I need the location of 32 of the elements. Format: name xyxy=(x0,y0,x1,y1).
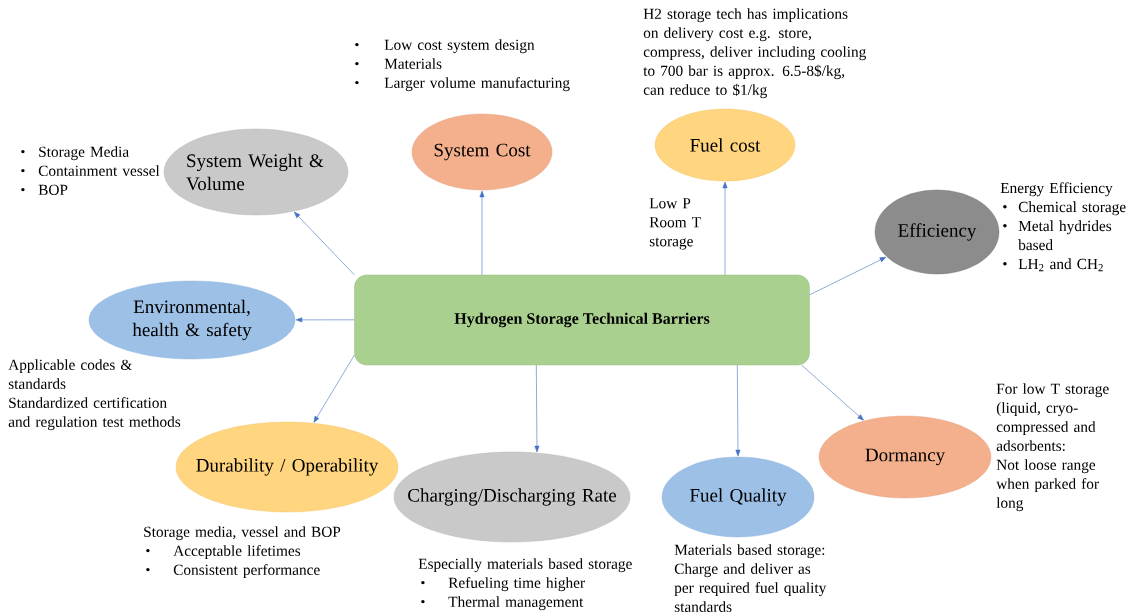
bullet-item: Refueling time higher xyxy=(421,577,585,592)
bullet-item: BOP xyxy=(21,184,68,195)
bullet-item: Larger volume manufacturing xyxy=(355,77,570,92)
bullet-item: Acceptable lifetimes xyxy=(146,545,301,560)
note-text: Not loose range when parked for long xyxy=(996,459,1099,512)
bullet-item: Materials xyxy=(355,58,442,69)
bullet-item: Thermal management xyxy=(421,596,584,611)
arrow xyxy=(294,211,355,276)
arrow xyxy=(313,354,355,423)
note-text: For low T storage (liquid, cryo-compressed and adsorbents: xyxy=(996,383,1109,452)
note-text: Storage media, vessel and BOP xyxy=(144,526,341,541)
arrow xyxy=(735,364,741,457)
bullet-item: Low cost system design xyxy=(355,39,535,54)
edge-label: Low P Room T storage xyxy=(649,198,701,250)
note-text: Especially materials based storage xyxy=(418,558,632,573)
note-text: Charge and deliver as per required fuel quality standards xyxy=(674,563,827,612)
bullet-item: LH$_{2}$ and CH$_{2}$ xyxy=(1003,258,1103,272)
note-text: H2 storage tech has implications on delivery cost e.g. store, compress, deliver including cooling to 700 bar is approx. 6.5-8$/kg, can reduce to $1/kg xyxy=(643,8,866,99)
arrow xyxy=(801,364,864,421)
note-text: Materials based storage: xyxy=(674,544,825,559)
arrow xyxy=(534,364,540,453)
bullet-item: Storage Media xyxy=(21,146,129,161)
note-text: Applicable codes & standards xyxy=(8,359,132,389)
bullet-item: Containment vessel xyxy=(21,165,160,176)
bullet-item: Chemical storage xyxy=(1003,201,1126,216)
bullet-item: Consistent performance xyxy=(146,564,320,579)
arrow xyxy=(479,190,485,276)
arrow xyxy=(295,317,355,323)
title-box: Hydrogen Storage Technical Barriers xyxy=(354,274,810,366)
arrow xyxy=(722,181,728,276)
note-text: Energy Efficiency xyxy=(1000,182,1113,197)
arrow xyxy=(809,256,887,296)
